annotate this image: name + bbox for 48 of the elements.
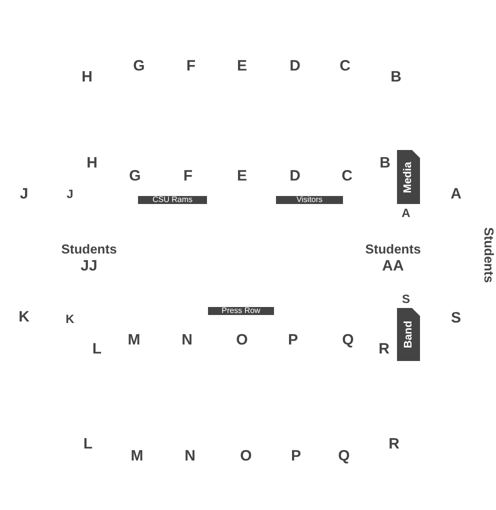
- section-letter: P: [288, 332, 298, 348]
- section-letter: J: [20, 186, 28, 202]
- section-letter: O: [240, 448, 252, 464]
- section-letter: C: [342, 168, 352, 184]
- section-letter: G: [133, 58, 145, 74]
- section-letter: K: [66, 313, 74, 325]
- section-letter: F: [183, 168, 193, 184]
- seating-block: [397, 308, 420, 361]
- section-letter: Q: [338, 448, 350, 464]
- section-letter: J: [66, 188, 74, 200]
- section-letter: D: [290, 58, 300, 74]
- section-label: Students: [365, 242, 421, 256]
- section-letter: P: [291, 448, 301, 464]
- section-letter: M: [128, 332, 140, 348]
- section-label: Students: [61, 242, 117, 256]
- section-letter: JJ: [80, 258, 98, 274]
- block-label: Band: [403, 320, 414, 348]
- section-letter: E: [237, 168, 247, 184]
- section-letter: L: [92, 342, 102, 356]
- section-letter: S: [402, 293, 410, 305]
- section-letter: AA: [382, 258, 404, 274]
- section-letter: G: [129, 168, 141, 184]
- section-letter: L: [83, 436, 93, 452]
- section-letter: N: [184, 448, 196, 464]
- seating-bar: CSU Rams: [138, 196, 207, 204]
- section-letter: A: [450, 186, 462, 202]
- section-letter: H: [86, 156, 98, 170]
- section-letter: F: [186, 58, 196, 74]
- section-letter: K: [18, 310, 30, 324]
- section-letter: O: [236, 332, 248, 348]
- section-letter: D: [290, 168, 300, 184]
- section-letter: H: [82, 70, 92, 84]
- section-letter: Q: [342, 332, 354, 348]
- seating-bar: Press Row: [208, 307, 274, 315]
- section-letter: E: [237, 58, 247, 74]
- section-letter: R: [378, 342, 390, 356]
- section-letter: R: [388, 436, 400, 452]
- section-letter: B: [390, 70, 402, 84]
- section-label: Students: [482, 227, 496, 283]
- section-letter: N: [182, 332, 192, 348]
- section-letter: B: [380, 156, 390, 170]
- section-letter: A: [402, 207, 410, 219]
- section-letter: S: [451, 310, 461, 326]
- block-label: Media: [403, 161, 414, 193]
- section-letter: C: [340, 58, 350, 74]
- seating-block: [397, 150, 420, 204]
- seating-bar: Visitors: [276, 196, 343, 204]
- section-letter: M: [130, 448, 144, 464]
